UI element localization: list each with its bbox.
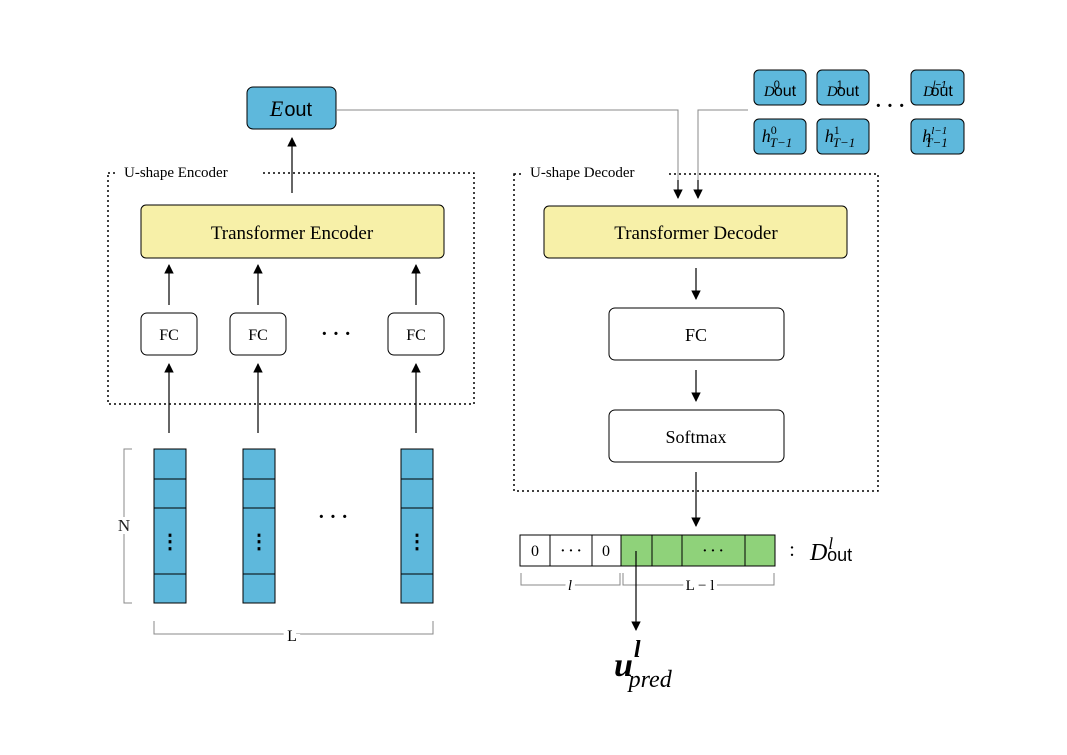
encoder-fc-box-2 (229, 312, 287, 356)
brace-right-label: L − l (686, 578, 715, 594)
output-zero-1: 0 (531, 543, 539, 560)
brace-left-label: l (568, 578, 572, 594)
n-label: N (118, 516, 130, 535)
output-dots-1: · · · (560, 544, 581, 559)
output-zero-2: 0 (602, 543, 610, 560)
input-column-2: ⋮ (242, 448, 276, 604)
eout-to-decoder-line (336, 109, 679, 196)
input-matrix: ⋮ ⋮ ⋮ · · · N L (115, 448, 434, 649)
encoder-boundary (107, 172, 475, 405)
input-column-2-dots: ⋮ (249, 531, 269, 553)
output-colon: : (789, 539, 795, 561)
d-out-box-2 (910, 69, 965, 106)
decoder-fc-label: FC (685, 325, 707, 345)
encoder-fc-label-3: FC (406, 327, 426, 344)
eout-label: Eout (269, 96, 313, 121)
encoder-fc-dots: · · · (321, 323, 351, 345)
output-cell-green-2 (651, 534, 683, 567)
softmax-label: Softmax (666, 427, 727, 447)
input-columns-dots: · · · (318, 506, 348, 528)
input-column-3-dots: ⋮ (407, 531, 427, 553)
decoder-group: U-shape Decoder Transformer Decoder FC S… (513, 162, 879, 527)
output-cell-zero-1 (519, 534, 551, 567)
d-out-box-0 (753, 69, 807, 106)
transformer-decoder-label: Transformer Decoder (614, 223, 778, 244)
decoder-boundary (513, 173, 879, 492)
h-box-0 (753, 118, 807, 155)
output-cell-green-3 (744, 534, 776, 567)
d-out-box-1 (816, 69, 870, 106)
output-cell-dots-1 (549, 534, 593, 567)
eout-box (246, 86, 337, 130)
transformer-encoder-label: Transformer Encoder (211, 223, 374, 244)
decoder-group-label: U-shape Decoder (530, 165, 635, 181)
softmax-box (608, 409, 785, 463)
n-bracket (123, 448, 132, 604)
transformer-encoder-block (140, 204, 445, 259)
input-column-1-dots: ⋮ (160, 531, 180, 553)
encoder-fc-box-3 (387, 312, 445, 356)
h-box-1 (816, 118, 870, 155)
output-cell-green-dots (681, 534, 746, 567)
encoder-fc-box-1 (140, 312, 198, 356)
brace-right (622, 573, 775, 586)
brace-left (520, 573, 621, 586)
h-box-2 (910, 118, 965, 155)
d-out-label-0: D0out (763, 79, 797, 100)
output-cell-zero-2 (591, 534, 622, 567)
transformer-decoder-block (543, 205, 848, 259)
encoder-output: Eout (246, 86, 337, 130)
encoder-fc-label-1: FC (159, 327, 179, 344)
input-column-1: ⋮ (153, 448, 187, 604)
memory-dots: · · · (875, 95, 905, 117)
l-label: L (287, 628, 297, 645)
encoder-fc-label-2: FC (248, 327, 268, 344)
d-out-label-1: D1out (826, 79, 860, 100)
l-bracket (153, 621, 434, 635)
memory-to-decoder-line (697, 109, 748, 196)
decoder-fc-box (608, 307, 785, 361)
input-column-3: ⋮ (400, 448, 434, 604)
encoder-group: U-shape Encoder Transformer Encoder FC F… (107, 137, 475, 433)
d-out-label-2: Dl−1out (922, 80, 953, 100)
output-green-dots: · · · (702, 544, 723, 559)
encoder-group-label: U-shape Encoder (124, 165, 228, 181)
